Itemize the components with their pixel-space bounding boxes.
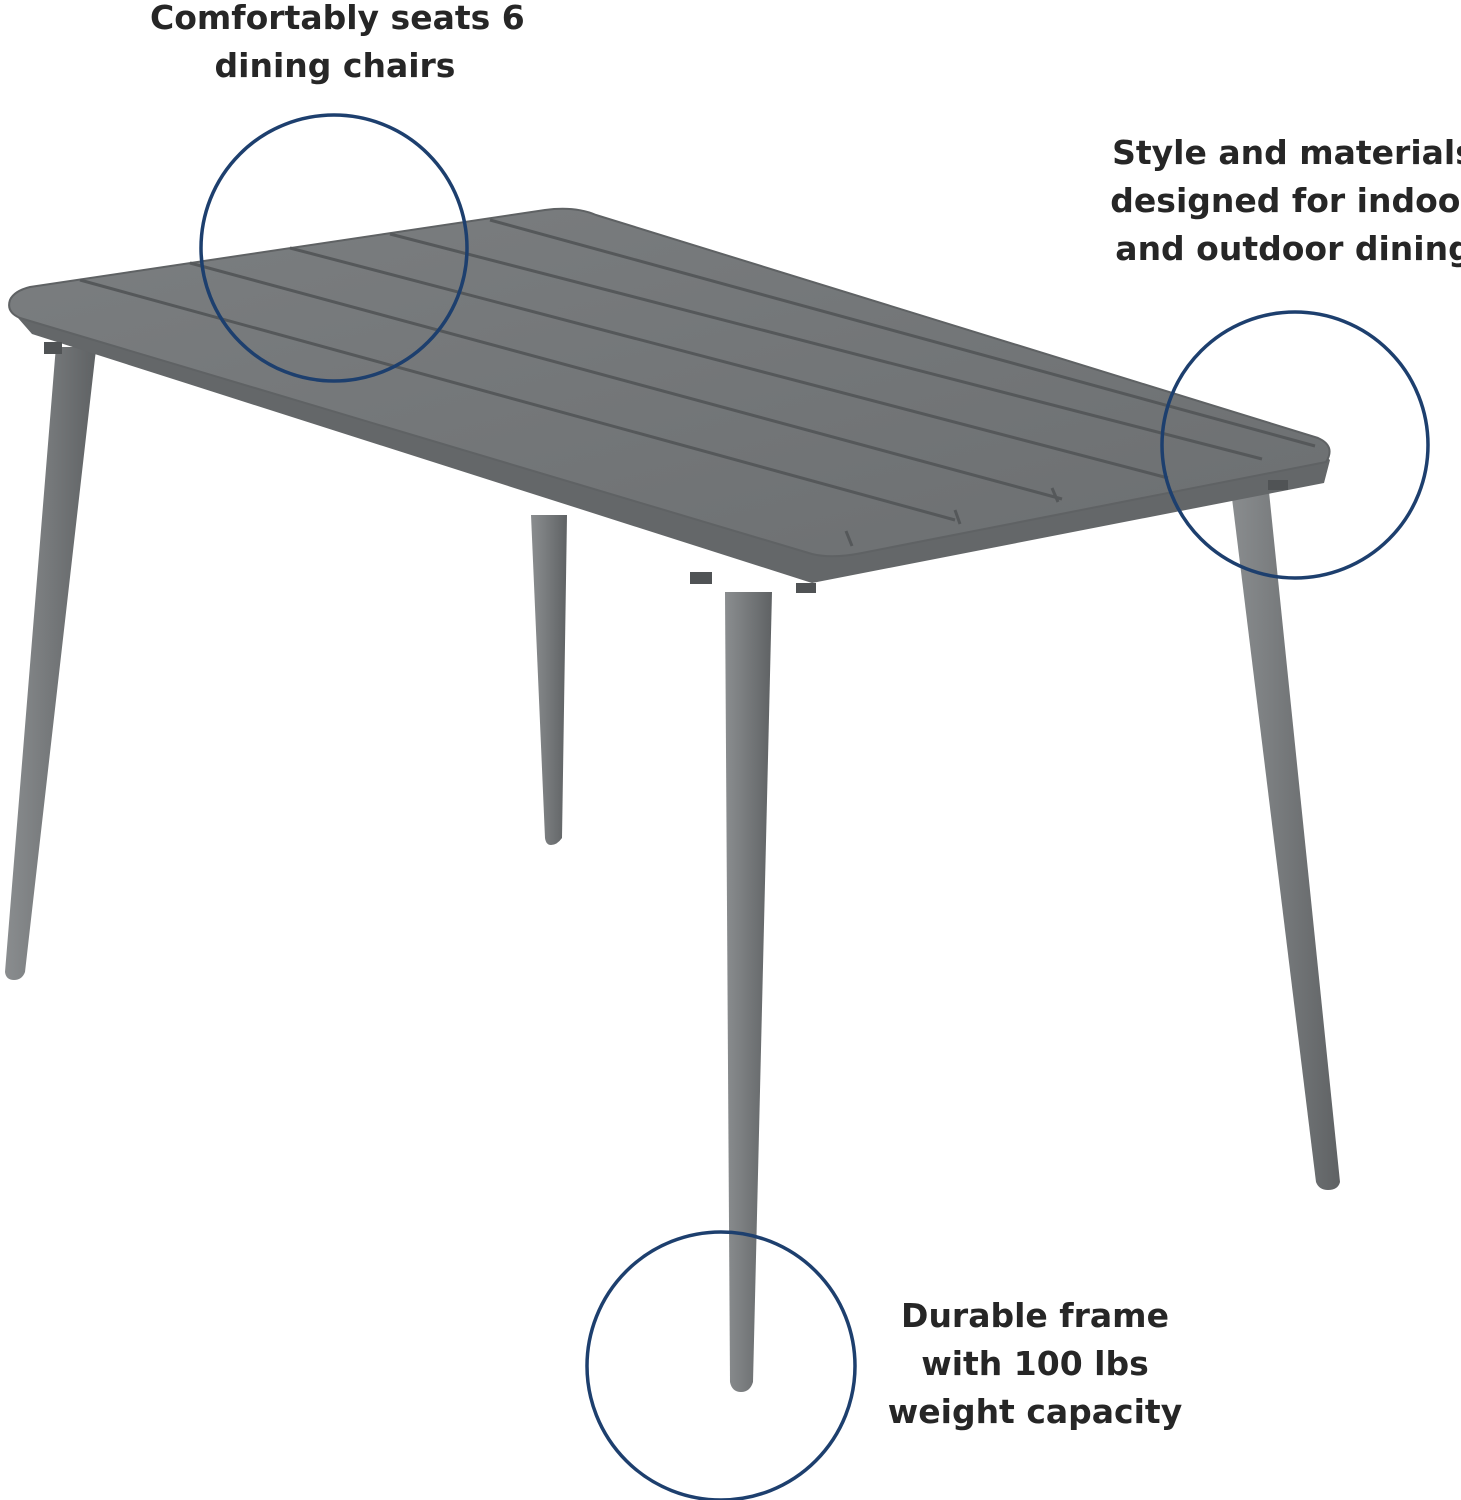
table-leg-right [1230,482,1340,1190]
table-leg-back [531,515,567,845]
leg-brackets [44,342,1288,593]
callout-frame-line-2: with 100 lbs [921,1344,1149,1383]
table-plank-joints [844,487,1060,547]
callout-frame-line-1: Durable frame [901,1296,1169,1335]
table-plank-grooves [79,218,1316,522]
callout-seats-line-2: dining chairs [214,46,456,85]
callout-circle-seats [199,113,469,383]
table-top [8,207,1331,558]
callout-materials-text: Style and materials designed for indoor … [1106,129,1461,273]
callout-circle-frame [585,1230,857,1500]
callout-frame-line-3: weight capacity [887,1392,1183,1431]
table-illustration [5,207,1340,1392]
callout-seats-line-1: Comfortably seats 6 [150,0,525,37]
callout-circle-materials [1160,310,1430,580]
callout-frame-text: Durable frame with 100 lbs weight capaci… [880,1292,1190,1436]
callout-materials-line-3: and outdoor dining [1115,229,1461,268]
table-leg-left [5,347,96,980]
table-apron [14,296,1330,583]
callout-seats-text: Comfortably seats 6 dining chairs [150,0,525,90]
callout-materials-line-1: Style and materials [1112,133,1461,172]
callout-materials-line-2: designed for indoor [1110,181,1461,220]
table-leg-front [725,592,772,1392]
